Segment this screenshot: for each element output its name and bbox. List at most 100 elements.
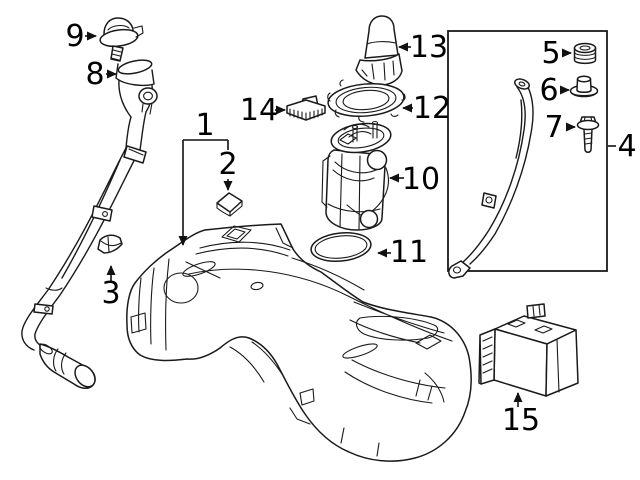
cap-cone: [364, 15, 399, 59]
part-2-pad: [216, 192, 243, 217]
callout-7-label[interactable]: 7: [544, 110, 563, 145]
callout-7[interactable]: 7: [544, 110, 576, 145]
callout-15[interactable]: 15: [502, 392, 540, 438]
spacer-flange-lip: [569, 90, 599, 97]
pump-pin2-top: [371, 120, 379, 126]
cap-cone-ring: [366, 41, 397, 45]
callout-2-label[interactable]: 2: [218, 147, 237, 182]
part-11-o-ring: [310, 231, 372, 263]
fuel-tank-left-pocket: [163, 272, 199, 304]
grommet-top: [573, 42, 597, 54]
filler-pipe-bracket-lower: [33, 303, 54, 315]
filler-neck-port-inner: [143, 91, 153, 101]
module-slots: [507, 319, 553, 334]
callout-13-label[interactable]: 13: [410, 30, 448, 65]
module-connector-ribs: [482, 336, 493, 374]
filler-pipe-bracket-upper-hole: [102, 211, 108, 217]
strap-top-hole: [518, 81, 526, 87]
filler-neck-port-outer: [138, 87, 158, 105]
callout-6-label[interactable]: 6: [539, 73, 558, 108]
clip-body: [97, 234, 123, 254]
part-15-control-module: [478, 303, 579, 397]
lock-ring-inner: [342, 89, 390, 111]
part-14-bracket: [286, 95, 326, 121]
filler-pipe-coupling-line: [128, 148, 144, 156]
callout-11[interactable]: 11: [377, 235, 428, 270]
part-4-strap-kit: [447, 30, 608, 279]
screw-shank: [583, 128, 593, 153]
o-ring-outer: [310, 231, 372, 263]
callout-9[interactable]: 9: [65, 19, 97, 54]
strap-kit-box: [447, 30, 608, 272]
module-tab: [526, 303, 546, 319]
part-7-screw: [576, 116, 600, 153]
strap-foot: [448, 260, 471, 279]
callout-8[interactable]: 8: [85, 57, 117, 92]
pump-ball-fitting: [366, 149, 388, 171]
fuel-tank-boss-oval: [250, 281, 264, 291]
callout-11-label[interactable]: 11: [390, 235, 428, 270]
callout-10-label[interactable]: 10: [402, 162, 440, 197]
lock-ring-mid: [335, 86, 397, 114]
callout-10[interactable]: 10: [389, 162, 440, 197]
callout-1-bracket: [183, 139, 229, 150]
filler-neck-port-stub: [141, 102, 153, 115]
callout-12[interactable]: 12: [402, 91, 451, 126]
callout-4[interactable]: 4: [608, 129, 637, 164]
pump-flange-fittings: [339, 123, 378, 145]
callout-4-label[interactable]: 4: [617, 129, 636, 164]
bracket-ribs: [289, 108, 323, 121]
callout-3-label[interactable]: 3: [101, 276, 120, 311]
pump-pin1-top: [351, 124, 359, 130]
fuel-tank-slot-oval: [182, 261, 216, 277]
callout-2[interactable]: 2: [218, 147, 238, 191]
callout-9-label[interactable]: 9: [65, 19, 84, 54]
filler-hose-end: [74, 364, 96, 388]
callout-14[interactable]: 14: [240, 93, 286, 128]
callout-1-label[interactable]: 1: [195, 108, 214, 143]
fuel-tank-right-slot: [342, 343, 378, 359]
spacer-neck-top: [576, 75, 592, 83]
part-5-grommet: [573, 42, 597, 65]
callout-14-label[interactable]: 14: [240, 93, 278, 128]
filler-neck-top: [117, 59, 153, 75]
callout-12-label[interactable]: 12: [413, 91, 451, 126]
filler-pipe-bracket-lower-hole: [44, 306, 50, 312]
part-13-protective-cap: [355, 15, 403, 86]
filler-pipe-coupling: [123, 145, 147, 164]
o-ring-inner: [314, 235, 368, 259]
part-3-clip: [97, 234, 123, 254]
module-right-face: [545, 329, 579, 397]
screw-threads: [583, 132, 593, 145]
callout-15-label[interactable]: 15: [502, 403, 540, 438]
pump-body-details: [321, 153, 381, 231]
callout-8-label[interactable]: 8: [85, 57, 104, 92]
module-connector: [478, 328, 496, 385]
callout-1[interactable]: 1: [178, 108, 229, 246]
strap-foot-hole: [452, 266, 462, 274]
fuel-cap-details: [107, 25, 144, 38]
part-9-fuel-cap: [99, 17, 144, 62]
cap-collar: [355, 53, 403, 86]
cap-collar-notches: [361, 60, 395, 81]
part-6-spacer-bushing: [569, 75, 599, 98]
fuel-tank-right-details: [340, 315, 446, 457]
callout-6[interactable]: 6: [539, 73, 570, 108]
screw-washer: [576, 119, 600, 131]
part-12-lock-ring: [327, 79, 406, 123]
pump-float: [359, 209, 379, 229]
lock-ring-tabs: [327, 79, 406, 123]
part-10-fuel-pump-assembly: [321, 120, 392, 231]
callout-5[interactable]: 5: [541, 36, 572, 71]
callout-13[interactable]: 13: [398, 30, 448, 65]
spacer-neck: [576, 78, 592, 93]
callout-3[interactable]: 3: [101, 265, 121, 311]
bracket-body: [286, 99, 326, 121]
filler-pipe-bracket-upper: [91, 205, 113, 222]
filler-pipe-seam: [39, 343, 53, 355]
callout-5-label[interactable]: 5: [541, 36, 560, 71]
strap-mid-clip-hole: [485, 196, 493, 204]
grommet-ribs: [573, 51, 597, 60]
